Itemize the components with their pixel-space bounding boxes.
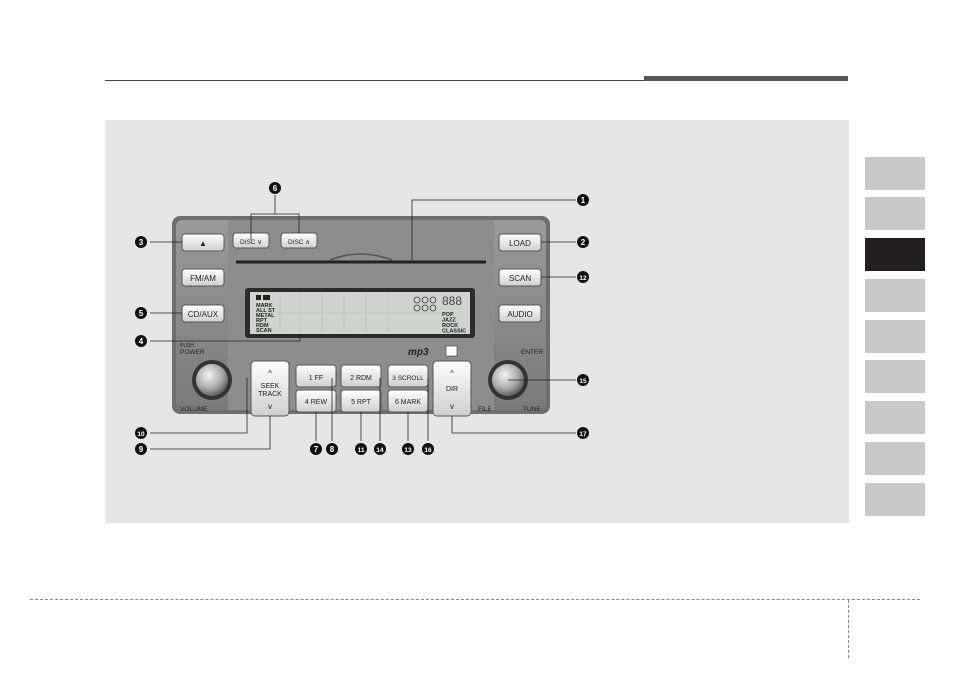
svg-text:DISC ∨: DISC ∨ <box>240 239 262 246</box>
callout-6-number: 6 <box>273 184 278 193</box>
callout-16-number: 16 <box>424 447 432 454</box>
callout-14-number: 14 <box>376 447 384 454</box>
volume-knob[interactable] <box>192 360 232 400</box>
svg-text:DIR: DIR <box>446 386 458 393</box>
callout-7-number: 7 <box>314 445 319 454</box>
cd-aux-button[interactable]: CD/AUX <box>182 305 224 322</box>
load-button[interactable]: LOAD <box>499 234 541 251</box>
eject-button[interactable]: ▲ <box>182 234 224 251</box>
seek-track-button[interactable]: ^ SEEK TRACK v <box>251 361 289 416</box>
callout-5-number: 5 <box>139 309 144 318</box>
callout-2-number: 2 <box>581 238 586 247</box>
svg-text:6 MARK: 6 MARK <box>395 399 421 406</box>
callout-12-number: 12 <box>579 275 587 282</box>
preset-5-rpt-button[interactable]: 5 RPT <box>341 390 381 412</box>
enter-label: ENTER <box>521 349 543 356</box>
callout-3-number: 3 <box>139 238 144 247</box>
callout-1-number: 1 <box>581 196 586 205</box>
svg-text:v: v <box>268 402 272 411</box>
svg-text:1 FF: 1 FF <box>309 375 323 382</box>
track-label: TRACK <box>258 391 282 398</box>
svg-text:FM/AM: FM/AM <box>190 274 216 283</box>
svg-text:AUDIO: AUDIO <box>507 310 532 319</box>
power-label: POWER <box>180 349 205 356</box>
svg-text:v: v <box>450 402 454 411</box>
svg-text:^: ^ <box>450 369 454 378</box>
disc-up-button[interactable]: DISC ∧ <box>281 233 317 248</box>
svg-text:2 RDM: 2 RDM <box>350 375 372 382</box>
svg-text:3 SCROLL: 3 SCROLL <box>392 375 424 382</box>
callout-15-number: 15 <box>579 378 587 385</box>
mp3-logo: mp3 <box>408 347 429 358</box>
lcd-icon-b <box>263 295 270 300</box>
preset-2-rdm-button[interactable]: 2 RDM <box>341 365 381 387</box>
callout-10-number: 10 <box>137 431 145 438</box>
preset-6-mark-button[interactable]: 6 MARK <box>388 390 428 412</box>
callout-17-number: 17 <box>579 431 587 438</box>
svg-text:LOAD: LOAD <box>509 239 531 248</box>
svg-text:▲: ▲ <box>199 239 207 248</box>
callout-4-number: 4 <box>139 337 144 346</box>
scan-button[interactable]: SCAN <box>499 269 541 286</box>
file-label: FILE <box>478 406 492 413</box>
lcd-label: SCAN <box>256 328 272 334</box>
preset-4-rew-button[interactable]: 4 REW <box>296 390 336 412</box>
dir-button[interactable]: ^ DIR v <box>433 361 471 416</box>
volume-label: VOLUME <box>180 406 208 413</box>
seek-label: SEEK <box>261 383 280 390</box>
svg-text:4 REW: 4 REW <box>305 399 328 406</box>
lcd-icon-a <box>256 295 261 300</box>
svg-text:5 RPT: 5 RPT <box>351 399 372 406</box>
audio-button[interactable]: AUDIO <box>499 305 541 322</box>
lcd-digits: 888 <box>442 294 462 308</box>
preset-1-ff-button[interactable]: 1 FF <box>296 365 336 387</box>
fm-am-button[interactable]: FM/AM <box>182 269 224 286</box>
lcd-genre-label: CLASSIC <box>442 329 466 335</box>
callout-8-number: 8 <box>330 445 335 454</box>
preset-3-scroll-button[interactable]: 3 SCROLL <box>388 365 428 387</box>
svg-text:CD/AUX: CD/AUX <box>188 310 219 319</box>
callout-9-number: 9 <box>139 445 144 454</box>
tune-label: TUNE <box>523 406 541 413</box>
cd-logo <box>446 346 457 356</box>
svg-text:^: ^ <box>268 369 272 378</box>
svg-text:SCAN: SCAN <box>509 274 531 283</box>
callout-13-number: 13 <box>404 447 412 454</box>
callout-11-number: 11 <box>358 447 365 454</box>
svg-text:DISC ∧: DISC ∧ <box>288 239 310 246</box>
